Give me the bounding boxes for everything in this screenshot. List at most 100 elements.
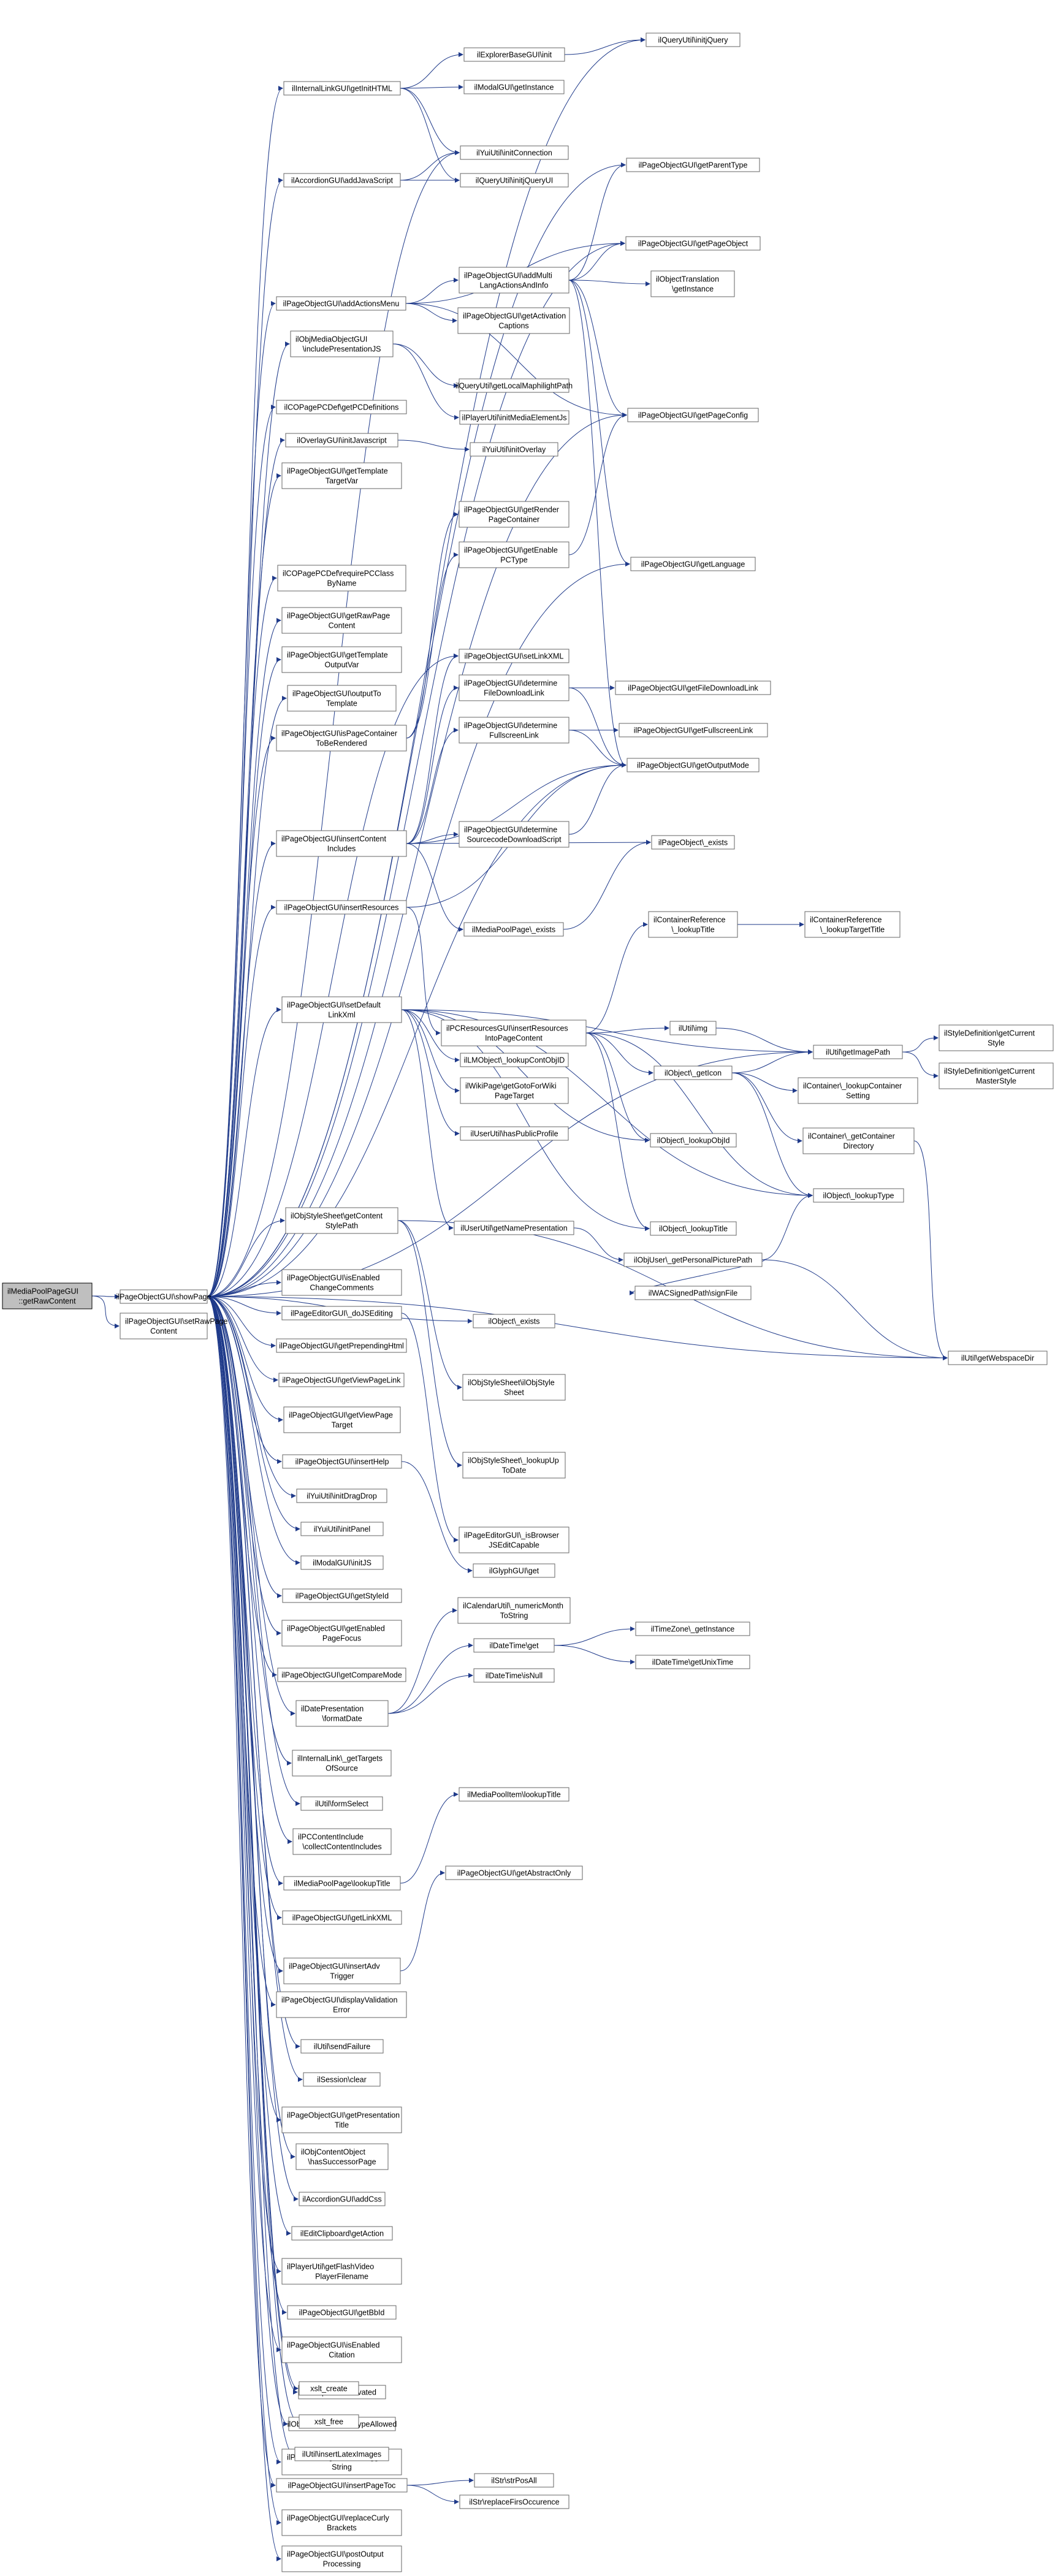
node-b18[interactable]: ilLMObject\_lookupContObjID bbox=[460, 1053, 569, 1067]
node-a6[interactable]: ilOverlayGUI\initJavascript bbox=[285, 433, 398, 448]
node-d6[interactable]: ilUtil\getWebspaceDir bbox=[948, 1351, 1048, 1365]
node-a38[interactable]: ilSession\clear bbox=[303, 2072, 381, 2087]
node-b21[interactable]: ilUserUtil\getNamePresentation bbox=[454, 1221, 574, 1235]
node-b1[interactable]: ilExplorerBaseGUI\init bbox=[463, 47, 565, 62]
node-a52[interactable]: ilPageObjectGUI\insertPageToc bbox=[276, 2478, 408, 2493]
node-b33[interactable]: ilStr\replaceFirsOccurence bbox=[459, 2494, 569, 2509]
node-b22[interactable]: ilObject\_exists bbox=[473, 1314, 555, 1328]
node-b13[interactable]: ilPageObjectGUI\determineFileDownloadLin… bbox=[459, 674, 569, 701]
node-a50[interactable]: xslt_free bbox=[299, 2414, 359, 2429]
node-b8[interactable]: ilPlayerUtil\initMediaElementJs bbox=[459, 410, 569, 425]
node-n1[interactable]: ilPageObjectGUI\showPage bbox=[116, 1289, 211, 1304]
node-c15[interactable]: ilObject\_lookupTitle bbox=[650, 1221, 737, 1236]
node-a40[interactable]: ilObjContentObject\hasSuccessorPage bbox=[295, 2143, 389, 2170]
node-a34[interactable]: ilPageObjectGUI\getLinkXML bbox=[282, 1910, 402, 1925]
node-b28[interactable]: ilDateTime\get bbox=[473, 1638, 555, 1653]
node-c13[interactable]: ilObject\_getIcon bbox=[653, 1065, 733, 1080]
node-a19[interactable]: ilPageObjectGUI\getPrependingHtml bbox=[276, 1338, 407, 1353]
node-b2[interactable]: ilModalGUI\getInstance bbox=[463, 80, 565, 94]
node-a12[interactable]: ilPageObjectGUI\isPageContainerToBeRende… bbox=[276, 725, 407, 752]
node-a41[interactable]: ilAccordionGUI\addCss bbox=[299, 2192, 386, 2206]
node-a25[interactable]: ilModalGUI\initJS bbox=[300, 1555, 384, 1570]
node-a3[interactable]: ilPageObjectGUI\addActionsMenu bbox=[276, 296, 406, 311]
node-c4[interactable]: ilObjectTranslation\getInstance bbox=[650, 270, 735, 297]
node-a23[interactable]: ilYuiUtil\initDragDrop bbox=[296, 1488, 387, 1503]
node-d2[interactable]: ilUtil\getImagePath bbox=[813, 1045, 903, 1059]
node-a33[interactable]: ilMediaPoolPage\lookupTitle bbox=[283, 1876, 401, 1891]
node-b23[interactable]: ilObjStyleSheet\ilObjStyleSheet bbox=[462, 1374, 566, 1401]
node-a29[interactable]: ilDatePresentation\formatDate bbox=[295, 1700, 389, 1727]
node-b32[interactable]: ilStr\strPosAll bbox=[474, 2473, 554, 2488]
node-a2[interactable]: ilAccordionGUI\addJavaScript bbox=[283, 173, 401, 188]
node-a31[interactable]: ilUtil\formSelect bbox=[300, 1796, 383, 1811]
node-c12[interactable]: ilUtil\img bbox=[669, 1021, 717, 1035]
node-c7[interactable]: ilPageObjectGUI\getFileDownloadLink bbox=[615, 680, 771, 695]
node-b29[interactable]: ilDateTime\isNull bbox=[473, 1668, 555, 1683]
node-a22[interactable]: ilPageObjectGUI\insertHelp bbox=[282, 1454, 402, 1469]
node-c9[interactable]: ilPageObjectGUI\getOutputMode bbox=[627, 758, 760, 772]
node-b16[interactable]: ilMediaPoolPage\_exists bbox=[463, 922, 564, 937]
node-a18[interactable]: ilPageEditorGUI\_doJSEditing bbox=[281, 1306, 402, 1320]
node-b26[interactable]: ilGlyphGUI\get bbox=[473, 1563, 555, 1578]
node-c2[interactable]: ilPageObjectGUI\getParentType bbox=[626, 158, 760, 172]
node-n0[interactable]: ilMediaPoolPageGUI::getRawContent bbox=[2, 1282, 93, 1309]
node-a14[interactable]: ilPageObjectGUI\insertResources bbox=[276, 900, 407, 915]
node-c10[interactable]: ilPageObject\_exists bbox=[651, 835, 735, 850]
node-b3[interactable]: ilYuiUtil\initConnection bbox=[460, 145, 569, 160]
node-a44[interactable]: ilPageObjectGUI\getBbId bbox=[287, 2305, 397, 2320]
node-c11[interactable]: ilContainerReference\_lookupTitle bbox=[648, 911, 738, 938]
node-c18[interactable]: ilTimeZone\_getInstance bbox=[635, 1621, 750, 1636]
node-b31[interactable]: ilPageObjectGUI\getAbstractOnly bbox=[445, 1865, 583, 1880]
node-c14[interactable]: ilObject\_lookupObjId bbox=[650, 1133, 737, 1148]
node-b30[interactable]: ilMediaPoolItem\lookupTitle bbox=[459, 1787, 569, 1802]
node-b9[interactable]: ilYuiUtil\initOverlay bbox=[470, 442, 558, 457]
node-a24[interactable]: ilYuiUtil\initPanel bbox=[300, 1522, 384, 1536]
node-a26[interactable]: ilPageObjectGUI\getStyleId bbox=[282, 1588, 402, 1603]
node-b5[interactable]: ilPageObjectGUI\addMultiLangActionsAndIn… bbox=[459, 267, 569, 294]
node-a49[interactable]: xslt_create bbox=[299, 2381, 359, 2396]
node-a20[interactable]: ilPageObjectGUI\getViewPageLink bbox=[278, 1373, 405, 1387]
node-c6[interactable]: ilPageObjectGUI\getLanguage bbox=[630, 557, 756, 571]
node-c3[interactable]: ilPageObjectGUI\getPageObject bbox=[625, 236, 761, 251]
node-a51[interactable]: ilUtil\insertLatexImages bbox=[294, 2447, 389, 2461]
node-a32[interactable]: ilPCContentInclude\collectContentInclude… bbox=[292, 1828, 392, 1855]
node-d1[interactable]: ilContainerReference\_lookupTargetTitle bbox=[804, 911, 901, 938]
node-c8[interactable]: ilPageObjectGUI\getFullscreenLink bbox=[619, 723, 768, 737]
node-b12[interactable]: ilPageObjectGUI\setLinkXML bbox=[459, 649, 569, 663]
node-a5[interactable]: ilCOPagePCDef\getPCDefinitions bbox=[276, 400, 407, 414]
node-b4[interactable]: ilQueryUtil\initjQueryUI bbox=[460, 173, 569, 188]
node-c19[interactable]: ilDateTime\getUnixTime bbox=[635, 1655, 750, 1669]
node-a1[interactable]: ilInternalLinkGUI\getInitHTML bbox=[283, 81, 401, 96]
node-b20[interactable]: ilUserUtil\hasPublicProfile bbox=[460, 1126, 569, 1141]
node-a42[interactable]: ilEditClipboard\getAction bbox=[291, 2226, 393, 2241]
node-c5[interactable]: ilPageObjectGUI\getPageConfig bbox=[627, 408, 759, 422]
